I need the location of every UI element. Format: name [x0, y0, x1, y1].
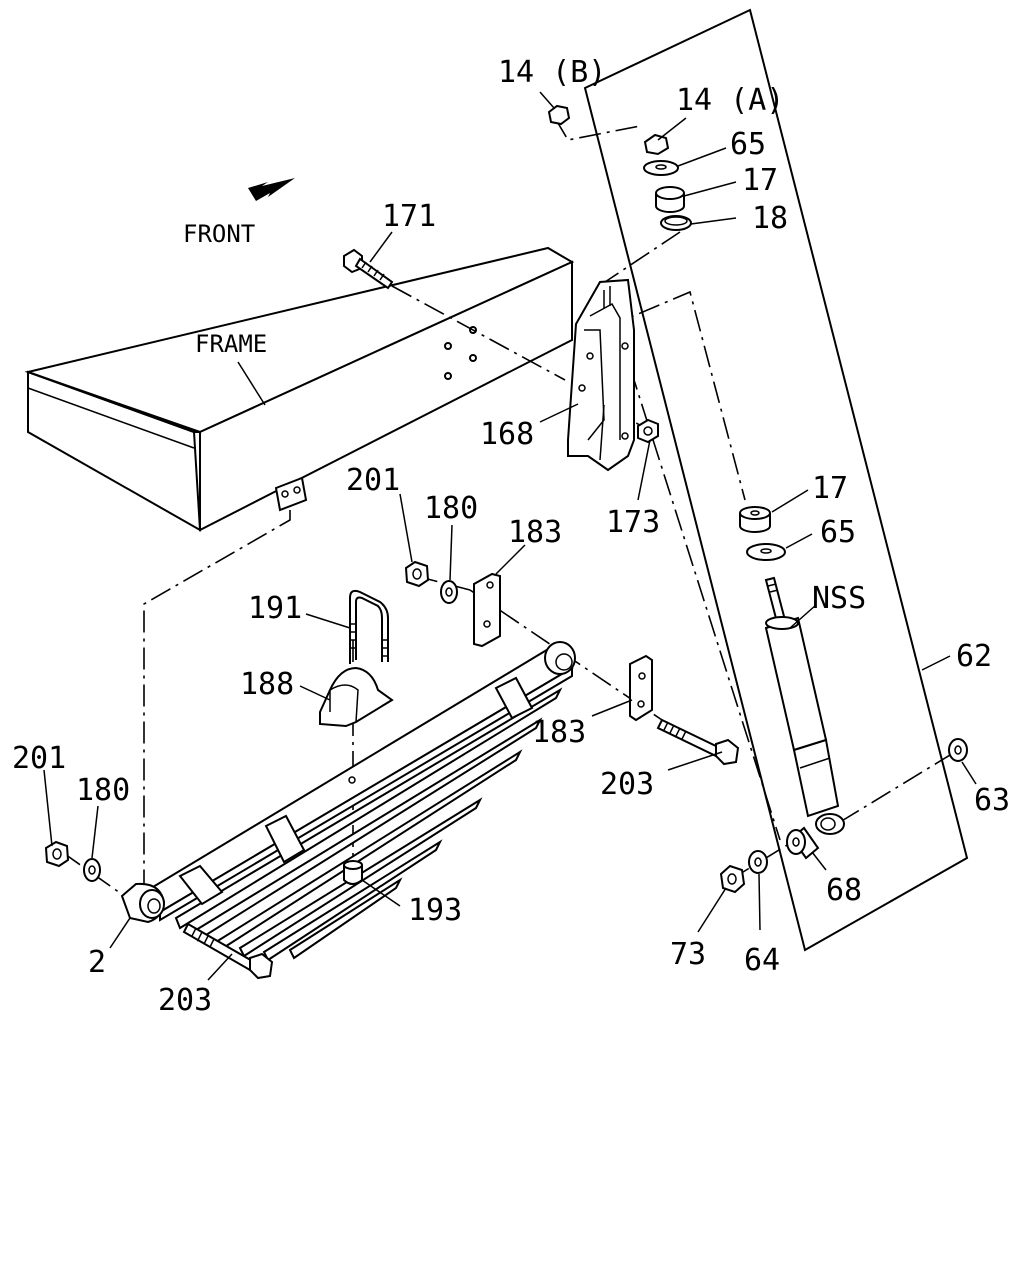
- bolt-171: [343, 248, 394, 290]
- bushing-17-mid: [739, 506, 771, 533]
- nut-201-left: [44, 840, 70, 868]
- shackle-plate-183-bottom: [629, 654, 653, 722]
- callout-65-top: 65: [730, 127, 766, 162]
- callout-193: 193: [408, 893, 462, 928]
- washer-63: [948, 738, 968, 762]
- callout-64: 64: [744, 943, 780, 978]
- bushing-17-top: [655, 186, 685, 213]
- washer-180-left: [83, 858, 101, 882]
- callout-183-bottom: 183: [532, 715, 586, 750]
- callout-65-mid: 65: [820, 515, 856, 550]
- nut-201-mid: [404, 560, 430, 588]
- callout-73: 73: [670, 937, 706, 972]
- bracket-168: [567, 278, 635, 472]
- spacer-188: [319, 666, 394, 728]
- callout-14a: 14 (A): [676, 83, 784, 118]
- bushing-68: [786, 826, 820, 860]
- callout-17-mid: 17: [812, 471, 848, 506]
- nut-73: [719, 864, 746, 894]
- frame-rail: [24, 246, 575, 532]
- callout-leaders: [43, 91, 977, 981]
- nut-14a: [643, 133, 670, 156]
- frame-leader: [237, 361, 266, 406]
- shackle-plate-183-top: [473, 572, 501, 648]
- cup-18: [660, 215, 692, 231]
- front-label: FRONT: [183, 220, 255, 248]
- callout-nss: NSS: [812, 581, 866, 616]
- bolt-203-left: [182, 922, 274, 980]
- bolt-203-right: [656, 718, 740, 766]
- callout-180-mid: 180: [424, 491, 478, 526]
- callout-183-top: 183: [508, 515, 562, 550]
- washer-180-mid: [440, 580, 458, 604]
- washer-64: [748, 850, 768, 874]
- callout-201-mid: 201: [346, 463, 400, 498]
- callout-168: 168: [480, 417, 534, 452]
- nut-173: [637, 418, 659, 444]
- nut-193: [343, 860, 363, 885]
- shock-absorber: [764, 576, 845, 835]
- callout-201-left: 201: [12, 741, 66, 776]
- front-arrow-icon: [248, 178, 295, 201]
- leaf-spring: [120, 641, 576, 962]
- callout-188: 188: [240, 667, 294, 702]
- callout-18: 18: [752, 201, 788, 236]
- shock-assembly-box: [583, 8, 969, 952]
- callout-191: 191: [248, 591, 302, 626]
- callout-203-right: 203: [600, 767, 654, 802]
- callout-62: 62: [956, 639, 992, 674]
- callout-68: 68: [826, 873, 862, 908]
- callout-2: 2: [88, 945, 106, 980]
- nut-14b: [547, 104, 571, 126]
- callout-17-top: 17: [742, 163, 778, 198]
- frame-label: FRAME: [195, 330, 267, 358]
- callout-14b: 14 (B): [498, 55, 606, 90]
- callout-180-left: 180: [76, 773, 130, 808]
- u-bolt-191: [349, 589, 389, 664]
- washer-65-mid: [746, 543, 786, 561]
- callout-63: 63: [974, 783, 1010, 818]
- callout-203-left: 203: [158, 983, 212, 1018]
- washer-65-top: [643, 160, 679, 176]
- callout-173: 173: [606, 505, 660, 540]
- callout-171: 171: [382, 199, 436, 234]
